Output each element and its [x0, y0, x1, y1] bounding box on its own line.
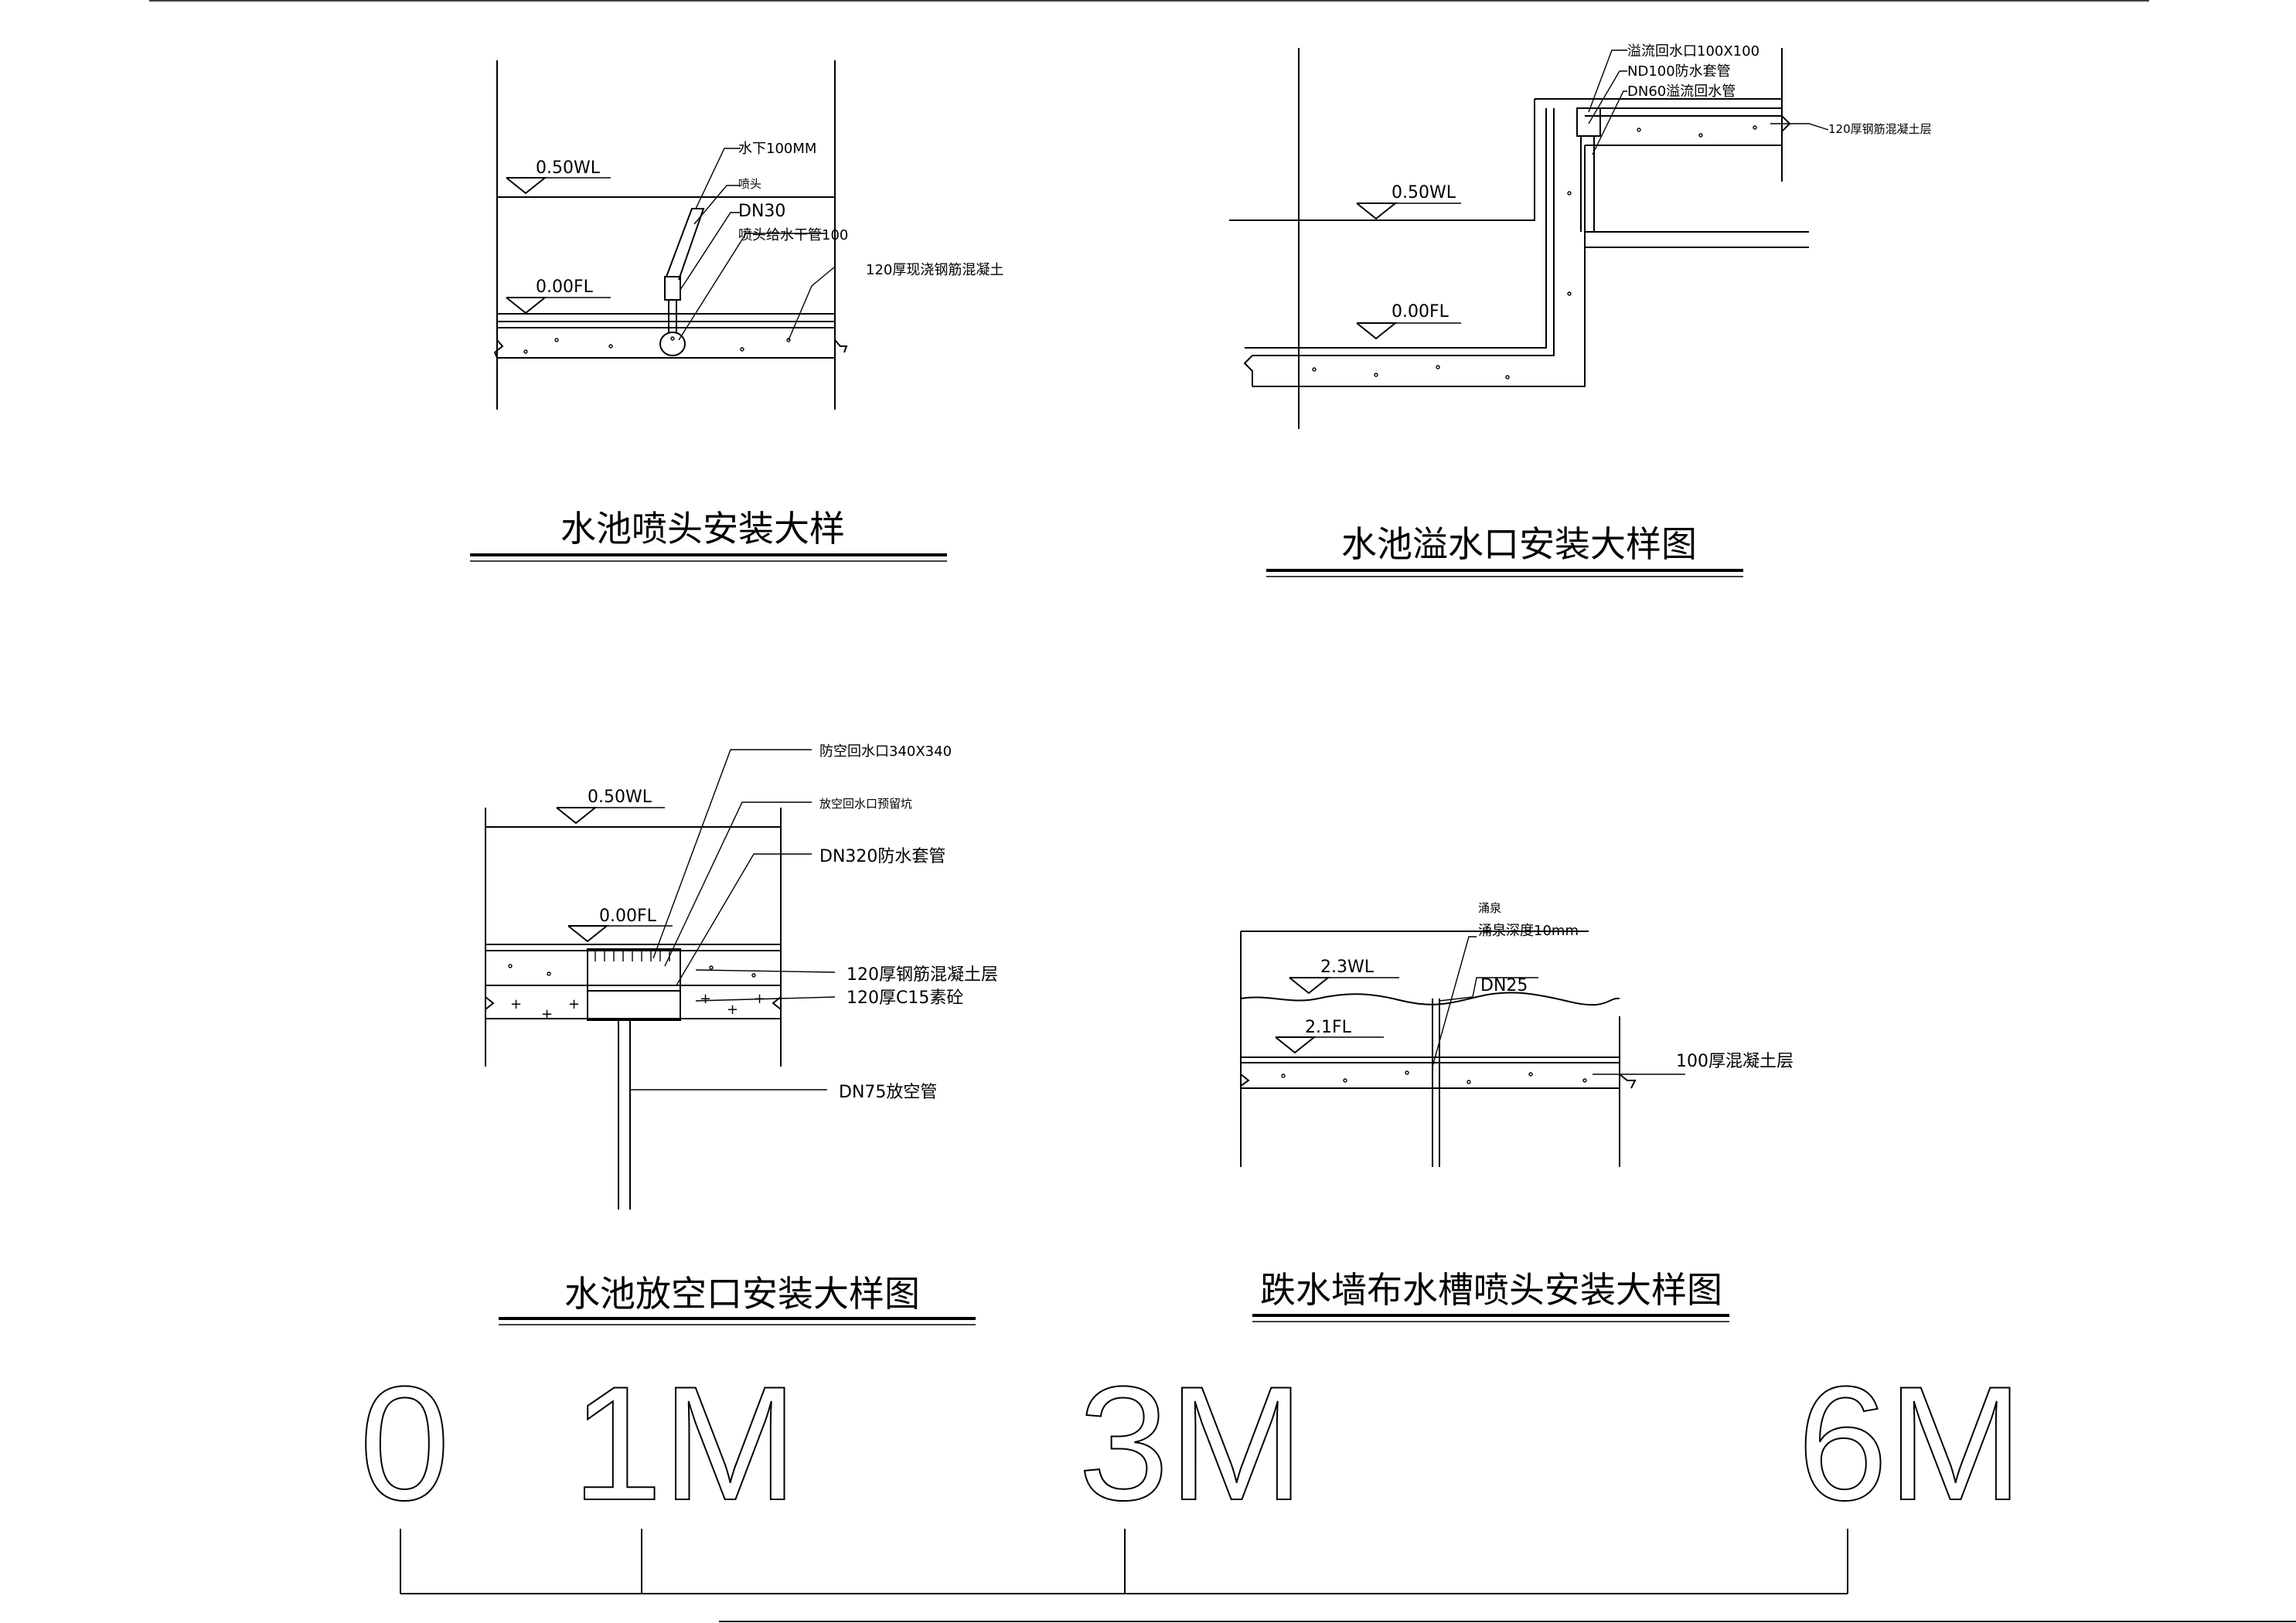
nozzle-note-3: DN30 — [738, 202, 785, 221]
drain-fl-label: 0.00FL — [599, 907, 657, 926]
scale-label-1: 1M — [572, 1352, 798, 1534]
scale-label-0: 0 — [359, 1352, 450, 1534]
wall-note-1: 涌泉 — [1478, 901, 1501, 915]
nozzle-note-5: 120厚现浇钢筋混凝土 — [866, 262, 1003, 278]
nozzle-note-2: 喷头 — [738, 177, 761, 191]
svg-text:+: + — [510, 996, 522, 1012]
drain-note-3: DN320防水套管 — [819, 847, 945, 866]
svg-text:+: + — [568, 996, 580, 1012]
wall-wl-label: 2.3WL — [1320, 958, 1375, 977]
overflow-fl-label: 0.00FL — [1392, 302, 1449, 322]
nozzle-wl-label: 0.50WL — [536, 158, 601, 178]
nozzle-title: 水池喷头安装大样 — [560, 508, 845, 550]
overflow-note-1: 溢流回水口100X100 — [1627, 43, 1759, 60]
wall-note-4: 100厚混凝土层 — [1676, 1052, 1794, 1071]
wall-note-3: DN25 — [1480, 976, 1528, 995]
overflow-note-3: DN60溢流回水管 — [1627, 83, 1736, 100]
nozzle-note-1: 水下100MM — [738, 141, 816, 157]
drain-note-4: 120厚钢筋混凝土层 — [847, 965, 998, 985]
scale-label-6: 6M — [1797, 1352, 2023, 1534]
nozzle-detail: 0.50WL 0.00FL 水下100MM 喷头 DN30 喷头给水干管100 … — [470, 60, 1003, 562]
wall-detail: 2.3WL 2.1FL 涌泉 涌泉深度10mm DN25 100厚混凝土层 跌水… — [1240, 901, 1794, 1322]
drain-title: 水池放空口安装大样图 — [564, 1273, 920, 1315]
svg-text:+: + — [700, 991, 711, 1007]
overflow-wl-label: 0.50WL — [1392, 183, 1456, 202]
nozzle-fl-label: 0.00FL — [536, 277, 594, 297]
overflow-note-4: 120厚钢筋混凝土层 — [1828, 122, 1932, 136]
svg-text:+: + — [541, 1006, 553, 1022]
overflow-title: 水池溢水口安装大样图 — [1341, 523, 1697, 565]
drain-note-6: DN75放空管 — [839, 1083, 937, 1102]
drain-detail: 0.50WL 0.00FL +++ +++ — [485, 743, 998, 1325]
nozzle-note-4: 喷头给水干管100 — [738, 227, 848, 243]
drain-note-5: 120厚C15素砼 — [847, 988, 963, 1008]
drain-wl-label: 0.50WL — [588, 788, 652, 807]
scale-bar: 0 1M 3M 6M — [359, 1352, 2024, 1594]
wall-note-2: 涌泉深度10mm — [1478, 923, 1579, 939]
wall-fl-label: 2.1FL — [1305, 1018, 1352, 1037]
scale-label-3: 3M — [1078, 1352, 1304, 1534]
svg-text:+: + — [727, 1002, 738, 1018]
drain-note-2: 放空回水口预留坑 — [819, 797, 912, 811]
overflow-detail: 0.50WL 0.00FL 溢流回水口100X100 ND100防水套管 DN6… — [1229, 43, 1932, 577]
wall-title: 跌水墙布水槽喷头安装大样图 — [1260, 1269, 1722, 1311]
drain-note-1: 防空回水口340X340 — [819, 743, 952, 760]
overflow-note-2: ND100防水套管 — [1627, 63, 1731, 80]
